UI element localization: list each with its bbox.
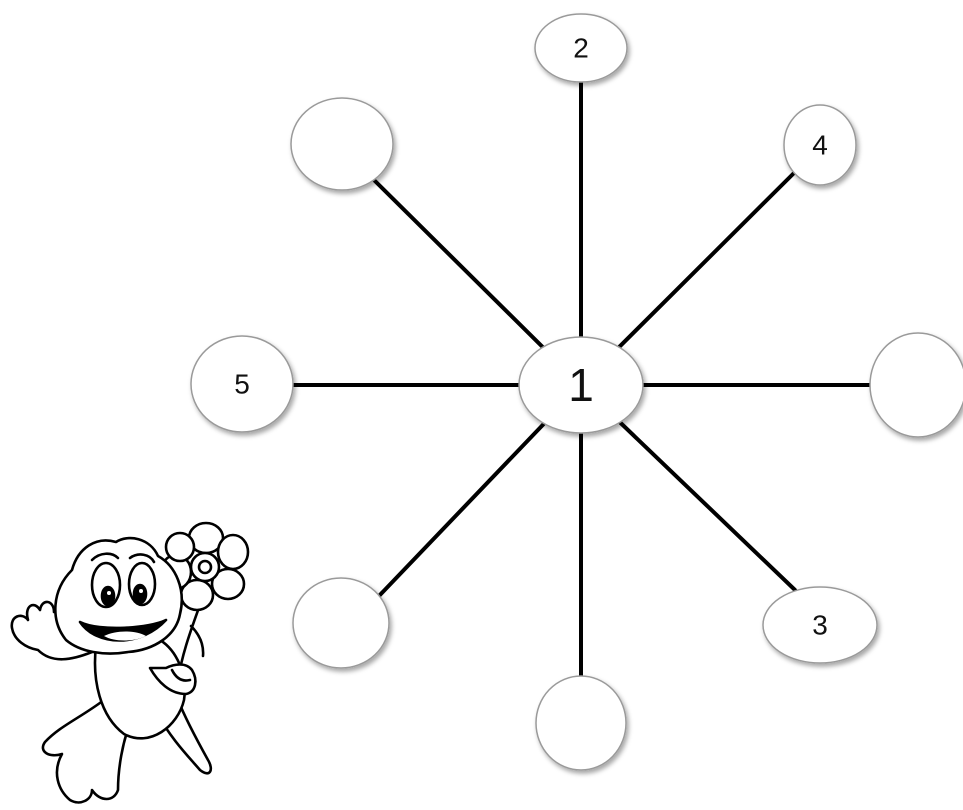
spoke-node-label: 5: [234, 369, 250, 400]
center-node-label: 1: [568, 359, 594, 411]
spoke-node-left: 5: [191, 336, 293, 432]
spoke-node-top: 2: [535, 14, 627, 82]
spoke-node-label: 2: [573, 33, 589, 64]
frog-holding-flower-icon: [12, 523, 248, 802]
center-node: 1: [519, 337, 643, 433]
spoke-node-bottom: [536, 676, 626, 770]
spoke-node-top-left: [291, 98, 393, 190]
spoke-node-bottom-right: 3: [763, 587, 877, 663]
spoke-node-label: 3: [812, 610, 828, 641]
spoke-node-label: 4: [812, 130, 828, 161]
spoke-node-right: [870, 333, 963, 437]
spoke-node-bottom-left: [293, 578, 389, 668]
spoke-node-top-right: 4: [784, 105, 856, 185]
